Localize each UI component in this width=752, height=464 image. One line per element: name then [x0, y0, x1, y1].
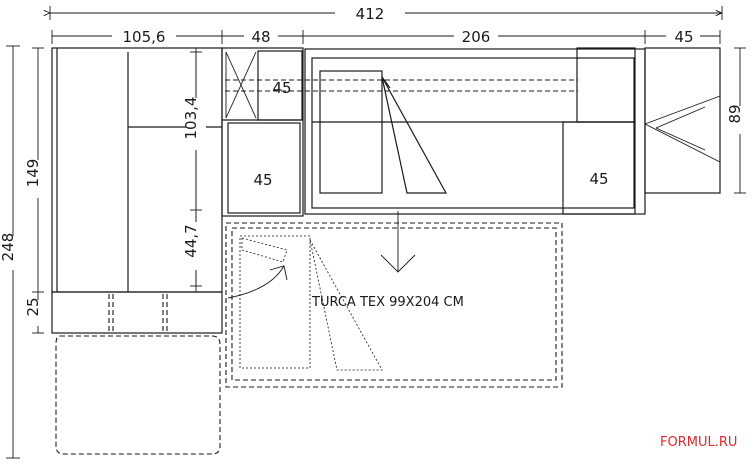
extended-bed: TURCA TEX 99X204 CM	[225, 222, 563, 388]
cabinet-label-45-top: 45	[272, 79, 291, 97]
bed-frame: 45	[225, 47, 646, 215]
dimension-right-height: 89	[726, 47, 749, 194]
dim-label-25: 25	[24, 297, 42, 316]
dimension-upper-height: 149	[24, 47, 47, 293]
rotate-arrow-icon	[227, 265, 288, 299]
cabinet-label-45-bottom: 45	[253, 171, 272, 189]
right-unit	[644, 47, 721, 194]
middle-cabinet: 45 45	[221, 47, 304, 217]
bed-caption: TURCA TEX 99X204 CM	[311, 295, 464, 310]
bed-label-45: 45	[589, 170, 608, 188]
wardrobe-base	[51, 291, 223, 334]
dim-label-149: 149	[24, 159, 42, 188]
pullout-drawer	[55, 335, 221, 455]
dim-label-103-4: 103,4	[182, 97, 200, 140]
dimension-base-height: 25	[24, 292, 47, 334]
dimension-total-width: 412	[50, 5, 722, 23]
dimension-segments-top: 105,6 48 206 45	[51, 28, 721, 46]
dim-label-45-top: 45	[674, 28, 693, 46]
dim-label-206: 206	[462, 28, 491, 46]
dim-label-89: 89	[726, 104, 744, 123]
dim-label-48: 48	[251, 28, 270, 46]
watermark-brand: FORMUL.RU	[660, 435, 737, 450]
dimension-cabinet-inner: 103,4 44,7	[182, 51, 206, 287]
down-arrow-icon	[380, 211, 416, 273]
dim-label-105-6: 105,6	[123, 28, 166, 46]
dimension-total-height: 248	[0, 45, 22, 459]
dim-label-248: 248	[0, 233, 17, 262]
dim-label-44-7: 44,7	[182, 224, 200, 257]
dim-label-412: 412	[356, 5, 385, 23]
